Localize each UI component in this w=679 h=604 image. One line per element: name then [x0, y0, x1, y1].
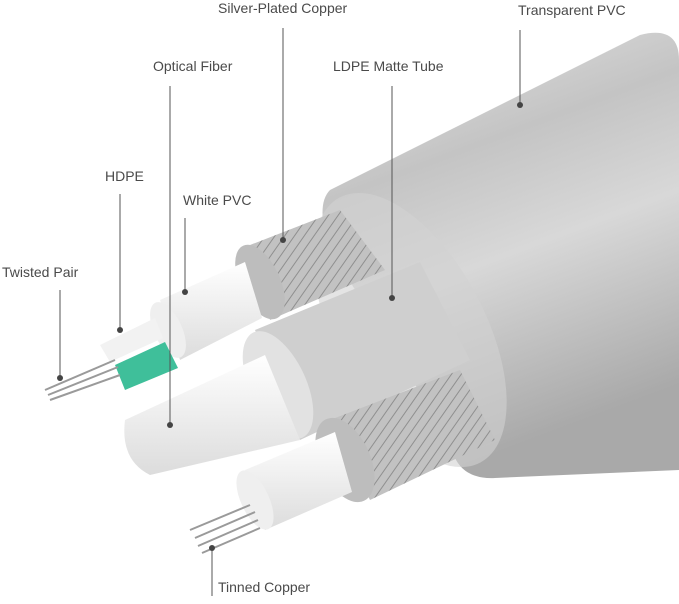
- twisted-pair-wires: [44, 359, 121, 401]
- label-hdpe: HDPE: [105, 168, 144, 184]
- leader-lines: [59, 28, 521, 596]
- white-pvc-core: [160, 262, 262, 360]
- label-ldpe-matte-tube: LDPE Matte Tube: [333, 58, 444, 74]
- label-silver-plated-copper: Silver-Plated Copper: [218, 0, 348, 16]
- label-transparent-pvc: Transparent PVC: [518, 2, 626, 18]
- label-white-pvc: White PVC: [183, 192, 252, 208]
- leader-dots: [57, 102, 523, 551]
- label-optical-fiber: Optical Fiber: [153, 58, 233, 74]
- hdpe-green-insulation: [115, 342, 178, 390]
- optical-fiber: [124, 355, 301, 475]
- label-twisted-pair: Twisted Pair: [2, 264, 79, 280]
- label-tinned-copper: Tinned Copper: [218, 579, 311, 595]
